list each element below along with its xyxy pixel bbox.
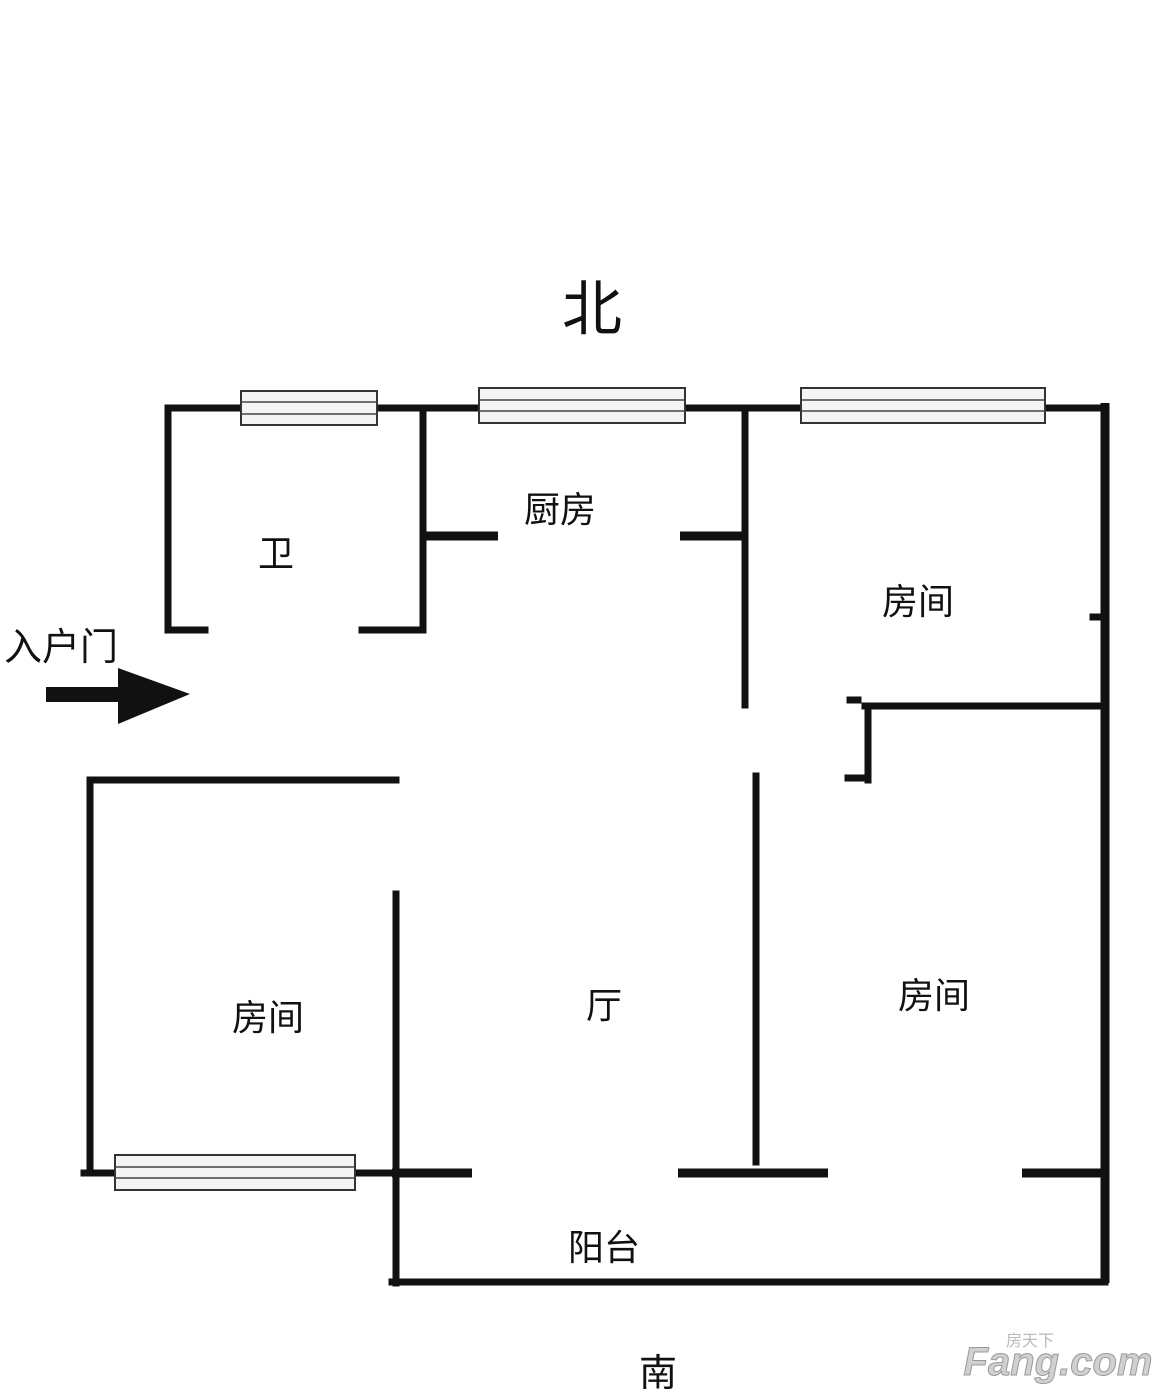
label-room-ne: 房间 — [882, 582, 954, 623]
entrance-arrow-icon — [46, 668, 190, 724]
label-living: 厅 — [586, 986, 622, 1027]
walls — [80, 403, 1110, 1287]
label-entrance: 入户门 — [4, 625, 118, 669]
label-north: 北 — [562, 275, 622, 345]
label-room-w: 房间 — [232, 998, 304, 1039]
window-bathroom — [240, 390, 378, 426]
windows — [114, 387, 1046, 1191]
fang-logo-small-text: 房天下 — [1006, 1331, 1054, 1350]
window-kitchen — [478, 387, 686, 424]
label-bathroom: 卫 — [258, 534, 294, 575]
label-room-se: 房间 — [898, 976, 970, 1017]
label-balcony: 阳台 — [568, 1228, 640, 1269]
label-south: 南 — [639, 1351, 677, 1395]
label-kitchen: 厨房 — [524, 490, 596, 531]
window-ne-room — [800, 387, 1046, 424]
fang-logo-main-text: Fang.com — [964, 1340, 1153, 1384]
window-w-room — [114, 1154, 356, 1191]
fang-logo: 房天下 Fang.com — [963, 1331, 1153, 1385]
